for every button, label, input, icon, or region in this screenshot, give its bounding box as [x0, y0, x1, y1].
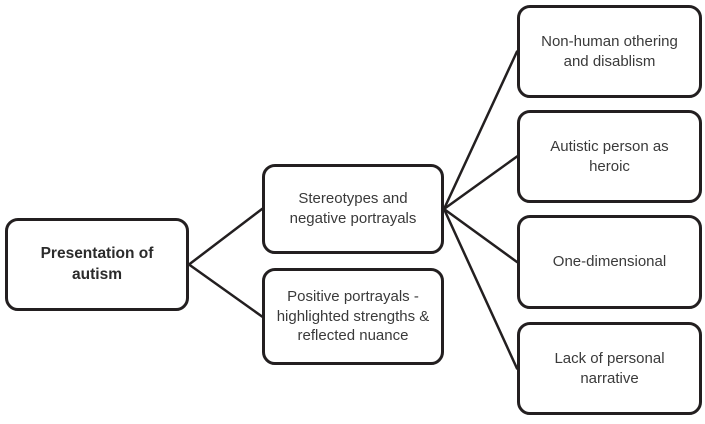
- node-presentation-of-autism: Presentation of autism: [5, 218, 189, 311]
- node-non-human-othering: Non-human othering and disablism: [517, 5, 702, 98]
- node-label: Stereotypes and negative portrayals: [289, 190, 417, 227]
- node-positive-portrayals: Positive portrayals - highlighted streng…: [262, 268, 444, 365]
- node-stereotypes-negative-portrayals: Stereotypes and negative portrayals: [262, 164, 444, 254]
- node-label: Non-human othering and disablism: [541, 32, 678, 70]
- node-label: One-dimensional: [552, 253, 667, 271]
- connector-line: [187, 263, 264, 318]
- connector-line: [442, 50, 519, 211]
- connector-line: [442, 155, 519, 211]
- node-label: Positive portrayals - highlighted streng…: [276, 287, 430, 345]
- node-one-dimensional: One-dimensional: [517, 215, 702, 309]
- node-label: Autistic person as heroic: [550, 137, 669, 175]
- node-lack-of-personal-narrative: Lack of personal narrative: [517, 322, 702, 415]
- connector-line: [442, 207, 519, 370]
- node-label: Lack of personal narrative: [554, 349, 665, 387]
- connector-line: [442, 207, 519, 264]
- node-label: Presentation of autism: [40, 245, 154, 283]
- connector-line: [187, 207, 264, 266]
- node-autistic-person-as-heroic: Autistic person as heroic: [517, 110, 702, 203]
